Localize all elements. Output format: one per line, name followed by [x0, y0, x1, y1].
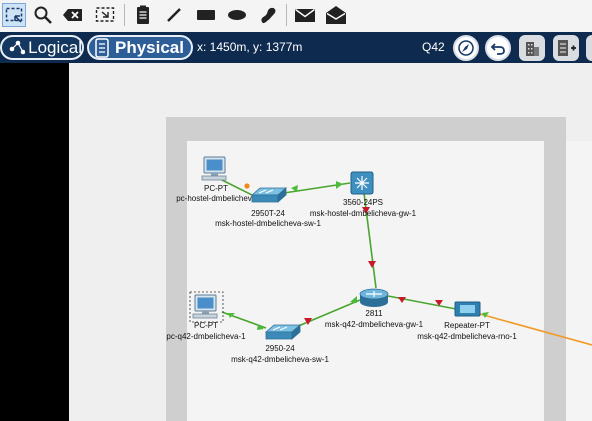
repeater-icon[interactable]	[454, 301, 481, 317]
router-name-label: msk-q42-dmbelicheva-gw-1	[324, 320, 424, 329]
new-building-button[interactable]	[519, 35, 545, 61]
resize-icon[interactable]	[93, 3, 117, 27]
port-down-marker	[362, 207, 370, 214]
note-icon[interactable]	[131, 3, 155, 27]
current-location-label: Q42	[422, 40, 445, 54]
link-repeater-fiber[interactable]	[479, 313, 592, 346]
gw-hostel-name-label: msk-hostel-dmbelicheva-gw-1	[309, 209, 417, 218]
physical-rack-icon	[95, 37, 109, 58]
repeater-name-label: msk-q42-dmbelicheva-rno-1	[417, 332, 517, 341]
port-down-marker	[304, 318, 312, 325]
draw-ellipse-icon[interactable]	[225, 3, 249, 27]
pc-hostel-name-label: pc-hostel-dmbelichev	[176, 194, 252, 203]
logical-view-tab[interactable]: Logical	[0, 35, 84, 60]
selection-box	[189, 291, 224, 323]
simple-pdu-envelope-icon[interactable]	[293, 3, 317, 27]
multilayer-switch-3560-icon[interactable]	[350, 171, 374, 195]
port-pending-dot	[244, 183, 250, 189]
gw-hostel-type-label: 3560-24PS	[342, 198, 384, 207]
sw-q42-type-label: 2950-24	[265, 344, 295, 353]
inspect-icon[interactable]	[31, 3, 55, 27]
port-down-marker	[435, 300, 443, 306]
port-up-marker	[482, 312, 489, 318]
toolbar	[0, 0, 592, 32]
pc-q42-name-label: pc-q42-dmbelicheva-1	[166, 332, 246, 341]
sw-q42-name-label: msk-q42-dmbelicheva-sw-1	[231, 355, 329, 364]
back-arrow-icon	[490, 43, 505, 55]
port-up-marker	[228, 313, 235, 318]
new-rack-button[interactable]	[553, 35, 579, 61]
router-type-label: 2811	[365, 309, 383, 318]
cursor-coordinates: x: 1450m, y: 1377m	[197, 40, 303, 54]
select-tool-icon[interactable]	[2, 3, 26, 27]
back-button[interactable]	[485, 35, 511, 61]
switch-2950t-icon[interactable]	[250, 187, 288, 203]
logical-tab-label: Logical	[28, 37, 82, 57]
complex-pdu-envelope-icon[interactable]	[324, 3, 348, 27]
sw-hostel-name-label: msk-hostel-dmbelicheva-sw-1	[215, 219, 321, 228]
navigation-compass-button[interactable]	[453, 35, 479, 61]
repeater-type-label: Repeater-PT	[444, 321, 490, 330]
sw-hostel-type-label: 2950T-24	[251, 209, 285, 218]
toolbar-separator	[124, 4, 125, 26]
pc-hostel-type-label: PC-PT	[204, 184, 228, 193]
freeform-icon[interactable]	[256, 3, 280, 27]
logical-network-icon	[9, 40, 26, 54]
delete-icon[interactable]	[61, 3, 85, 27]
more-nav-button[interactable]	[586, 35, 592, 61]
pc-q42-type-label: PC-PT	[194, 321, 218, 330]
link-pc-hostel-sw-hostel[interactable]	[219, 178, 257, 198]
compass-icon	[458, 40, 474, 56]
pc-q42-icon[interactable]	[189, 291, 224, 323]
port-down-marker	[398, 297, 406, 303]
building-icon	[526, 42, 539, 56]
router-2811-icon[interactable]	[359, 288, 389, 307]
physical-view-tab[interactable]: Physical	[87, 35, 193, 60]
port-up-marker	[291, 185, 298, 192]
port-down-marker	[368, 261, 376, 268]
switch-2950-icon[interactable]	[264, 324, 302, 340]
pc-hostel-icon[interactable]	[201, 156, 227, 181]
rack-add-icon	[558, 40, 576, 56]
adjacent-area	[566, 141, 592, 421]
physical-tab-label: Physical	[115, 37, 184, 57]
draw-line-icon[interactable]	[162, 3, 186, 27]
draw-rectangle-icon[interactable]	[194, 3, 218, 27]
port-up-marker	[257, 324, 264, 330]
port-up-marker	[350, 296, 357, 303]
toolbar-separator	[286, 4, 287, 26]
left-panel	[0, 63, 69, 421]
port-up-marker	[336, 181, 343, 189]
